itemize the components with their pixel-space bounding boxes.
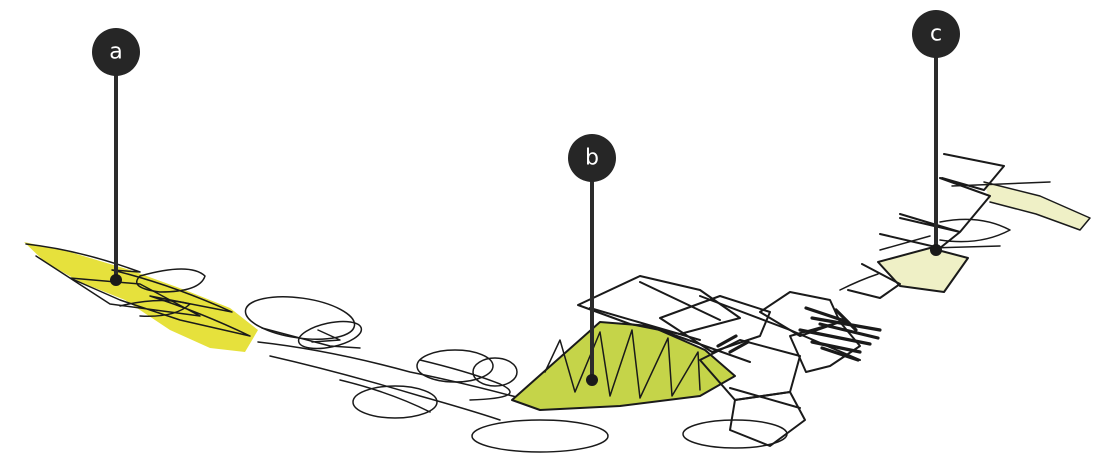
region-a (24, 242, 258, 352)
marker-a-label: a (109, 40, 122, 65)
region-b-fill (512, 322, 735, 410)
loop-4 (353, 386, 437, 418)
region-a-fill (24, 242, 258, 352)
region-c (840, 154, 1090, 298)
ribbon-strokes (258, 328, 520, 420)
marker-b: b (568, 134, 616, 182)
anchor-dot-b (586, 374, 598, 386)
loop-7 (683, 420, 787, 448)
anchor-dot-c (930, 244, 942, 256)
frame-panel-4 (730, 392, 805, 446)
marker-a: a (92, 28, 140, 76)
anchor-dot-a (110, 274, 122, 286)
marker-b-label: b (585, 146, 599, 171)
marker-c-label: c (930, 22, 942, 47)
loop-5 (472, 420, 608, 452)
region-b (512, 322, 735, 410)
marker-c: c (912, 10, 960, 58)
region-c-fill-2 (984, 182, 1090, 230)
